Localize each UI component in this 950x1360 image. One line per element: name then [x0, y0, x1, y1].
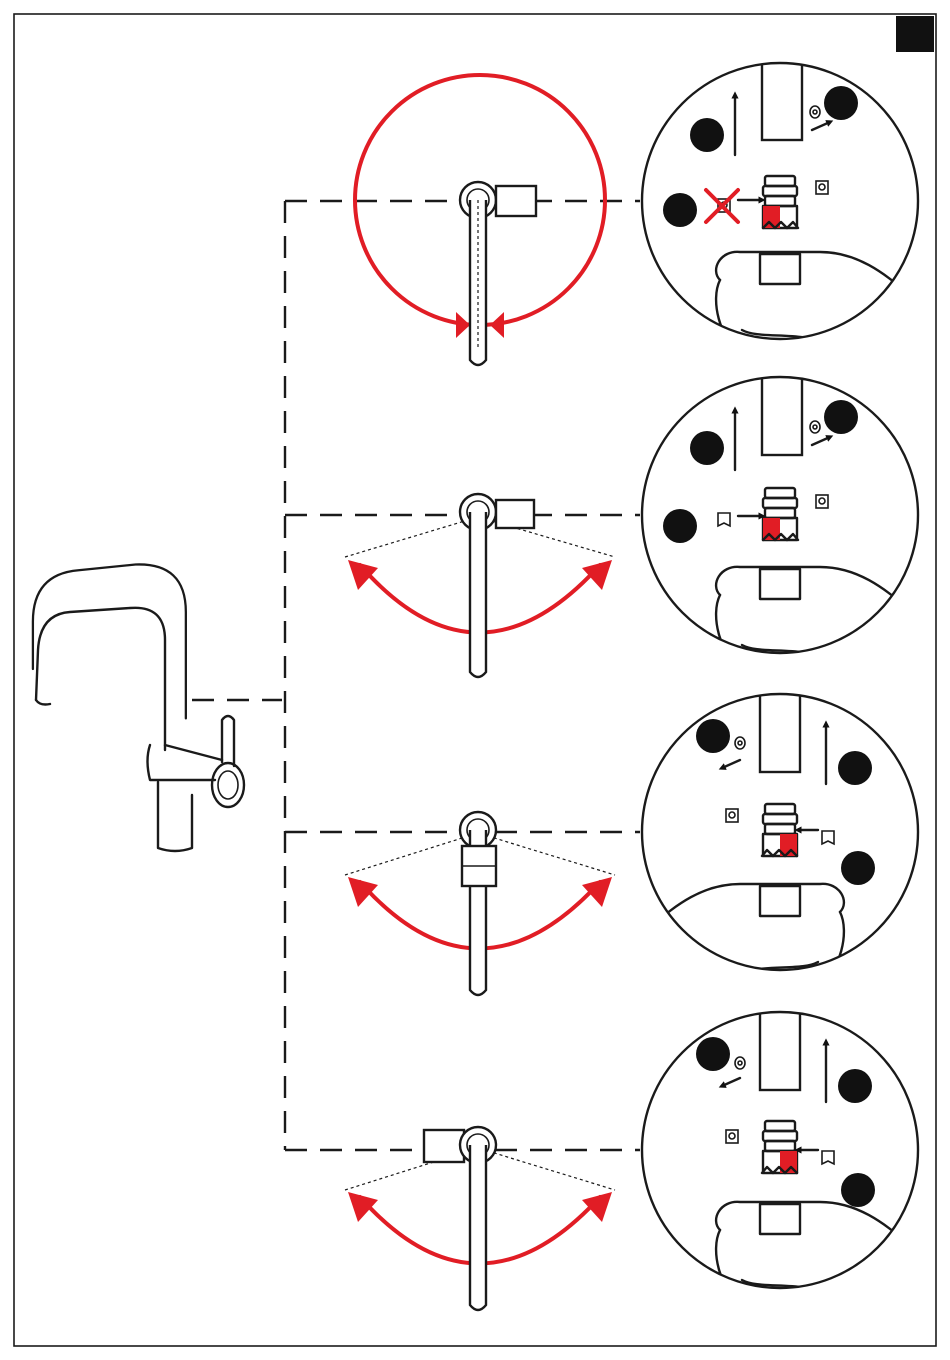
step-marker [841, 1173, 875, 1207]
step-marker [663, 509, 697, 543]
step-marker [824, 86, 858, 120]
step-marker [824, 400, 858, 434]
zoom-detail-option-1 [642, 60, 930, 370]
page-tab-marker [896, 16, 934, 52]
zoom-detail-option-3 [630, 692, 918, 1002]
rotation-arrowhead-right [490, 312, 504, 338]
step-marker [841, 851, 875, 885]
option-3-top-view [345, 812, 615, 995]
faucet-overview [33, 564, 282, 851]
swing-arrowhead-right [582, 560, 612, 590]
rotation-arrowhead-left [456, 312, 470, 338]
lever-housing [496, 186, 536, 216]
step-marker [696, 1037, 730, 1071]
step-marker [663, 193, 697, 227]
swing-arrowhead-left [348, 1192, 378, 1222]
step-marker [838, 751, 872, 785]
swing-arrowhead-left [348, 560, 378, 590]
step-marker [838, 1069, 872, 1103]
option-1-top-view [355, 75, 605, 365]
option-2-top-view [345, 494, 615, 677]
step-marker [690, 118, 724, 152]
step-marker [690, 431, 724, 465]
zoom-detail-option-2 [642, 375, 930, 685]
option-4-top-view [345, 1127, 615, 1310]
swing-arrowhead-left [348, 877, 378, 907]
swing-arrowhead-right [582, 877, 612, 907]
step-marker [696, 719, 730, 753]
swing-arrowhead-right [582, 1192, 612, 1222]
prohibited-cross [706, 190, 738, 222]
zoom-detail-option-4 [642, 1010, 930, 1320]
